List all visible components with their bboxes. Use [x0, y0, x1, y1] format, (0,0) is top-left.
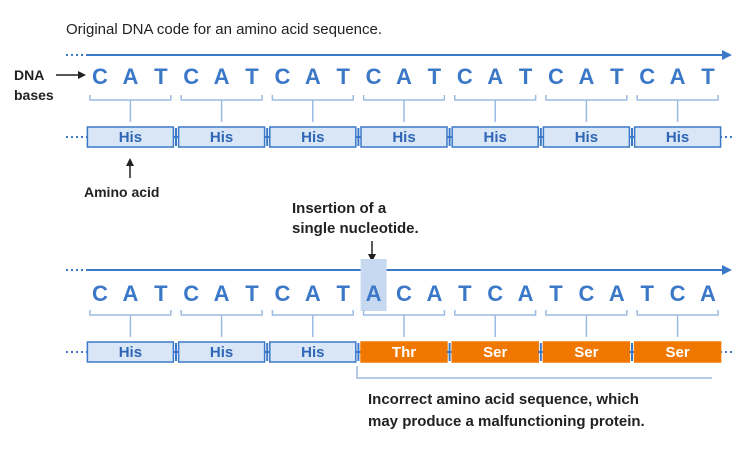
- mutated-base: A: [426, 281, 442, 306]
- original-base: C: [548, 64, 564, 89]
- mutated-codon-bracket: [636, 310, 719, 316]
- original-amino-label: His: [119, 129, 142, 146]
- mutated-base: A: [700, 281, 716, 306]
- incorrect-label-line1: Incorrect amino acid sequence, which: [368, 391, 639, 408]
- amino-acid-label: Amino acid: [84, 184, 159, 200]
- original-base: C: [639, 64, 655, 89]
- top-codon-brackets: [89, 95, 719, 122]
- original-base: T: [336, 64, 350, 89]
- mutated-base: A: [122, 281, 138, 306]
- mutated-amino-label: Thr: [392, 344, 416, 361]
- mutated-amino-box: [633, 341, 722, 363]
- original-base: C: [92, 64, 108, 89]
- mutated-base: A: [214, 281, 230, 306]
- mutated-base: C: [183, 281, 199, 306]
- original-codon-bracket: [545, 95, 628, 101]
- original-amino-label: His: [301, 129, 324, 146]
- insertion-label-line2: single nucleotide.: [292, 220, 419, 237]
- incorrect-bracket: [356, 366, 712, 379]
- original-codon-bracket: [636, 95, 719, 101]
- mutated-base: C: [92, 281, 108, 306]
- original-base: T: [245, 64, 259, 89]
- mutated-base: T: [549, 281, 563, 306]
- inserted-base-highlight: [360, 259, 387, 311]
- mutated-amino-label: Ser: [483, 344, 507, 361]
- bottom-codon-brackets: [89, 310, 719, 337]
- inserted-base-highlight-rect: [360, 259, 387, 311]
- original-base: A: [487, 64, 503, 89]
- mutated-codon-bracket: [180, 310, 263, 316]
- bases-label: bases: [14, 87, 54, 103]
- mutated-base: A: [305, 281, 321, 306]
- original-codon-bracket: [271, 95, 354, 101]
- original-base: A: [396, 64, 412, 89]
- mutated-base: C: [670, 281, 686, 306]
- original-base: T: [519, 64, 533, 89]
- original-codon-bracket: [454, 95, 537, 101]
- original-base: T: [610, 64, 624, 89]
- mutated-codon-bracket: [89, 310, 172, 316]
- mutated-base: T: [640, 281, 654, 306]
- incorrect-label-line2: may produce a malfunctioning protein.: [368, 413, 645, 430]
- mutated-base: T: [458, 281, 472, 306]
- original-base: T: [428, 64, 442, 89]
- mutated-base: C: [487, 281, 503, 306]
- insertion-label-line1: Insertion of a: [292, 200, 387, 217]
- mutated-amino-label: Ser: [574, 344, 598, 361]
- original-amino-label: His: [392, 129, 415, 146]
- mutated-base: C: [274, 281, 290, 306]
- mutated-base: A: [518, 281, 534, 306]
- original-codon-bracket: [362, 95, 446, 101]
- dna-label: DNA: [14, 67, 44, 83]
- original-amino-label: His: [484, 129, 507, 146]
- mutated-amino-label: Ser: [666, 344, 690, 361]
- mutated-base: T: [154, 281, 168, 306]
- mutated-base: T: [245, 281, 259, 306]
- mutated-base: C: [578, 281, 594, 306]
- mutated-codon-bracket: [545, 310, 628, 316]
- original-amino-box: [633, 126, 722, 148]
- mutated-codon-bracket: [271, 310, 354, 316]
- mutated-base: C: [396, 281, 412, 306]
- mutated-base: A: [609, 281, 625, 306]
- original-base: C: [274, 64, 290, 89]
- original-base: A: [214, 64, 230, 89]
- original-base: C: [366, 64, 382, 89]
- diagram-title: Original DNA code for an amino acid sequ…: [66, 21, 382, 38]
- mutated-codon-bracket: [454, 310, 537, 316]
- mutated-amino-label: His: [119, 344, 142, 361]
- original-base: C: [457, 64, 473, 89]
- original-codon-bracket: [89, 95, 172, 101]
- mutated-base: A: [366, 281, 382, 306]
- original-base: T: [701, 64, 715, 89]
- original-codon-bracket: [180, 95, 263, 101]
- top-amino-chain: His His His His His His His: [86, 126, 722, 148]
- original-amino-label: His: [210, 129, 233, 146]
- original-amino-label: His: [666, 129, 689, 146]
- mutated-base: T: [336, 281, 350, 306]
- original-base: T: [154, 64, 168, 89]
- original-base: A: [305, 64, 321, 89]
- mutated-amino-label: His: [210, 344, 233, 361]
- bottom-amino-chain: His His His Thr Ser Ser Ser: [86, 341, 722, 363]
- mutated-amino-label: His: [301, 344, 324, 361]
- original-base: C: [183, 64, 199, 89]
- original-amino-label: His: [575, 129, 598, 146]
- original-base: A: [122, 64, 138, 89]
- original-base: A: [670, 64, 686, 89]
- original-base: A: [578, 64, 594, 89]
